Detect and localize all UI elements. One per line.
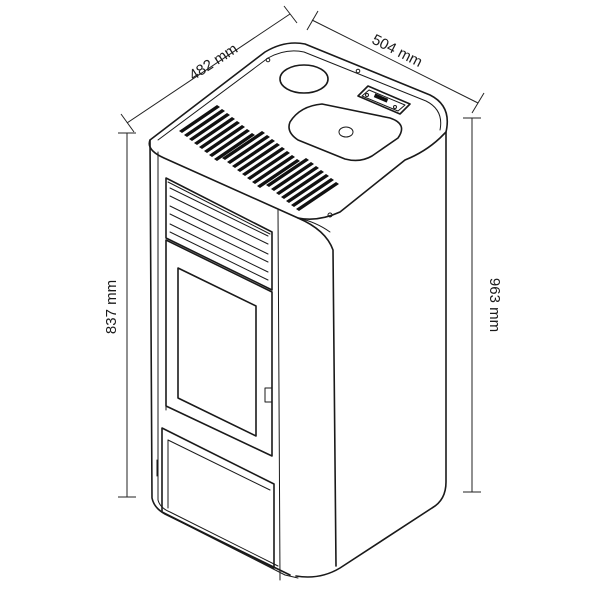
stove-body: [148, 42, 449, 581]
height-dimension-label: 963 mm: [486, 278, 503, 332]
depth-dimension-label: 504 mm: [369, 31, 425, 71]
dimension-front-height: 837 mm: [103, 132, 136, 498]
stove-front: [156, 151, 279, 569]
top-vent-grille-right: [266, 158, 339, 211]
dimension-height: 963 mm: [463, 117, 503, 493]
door-glass: [177, 267, 257, 437]
lid-handle-icon: [338, 126, 354, 138]
door-handle-icon: [264, 387, 273, 403]
hotplate-icon: [279, 64, 329, 94]
front-height-dimension-label: 837 mm: [103, 280, 120, 334]
fire-door: [165, 239, 273, 457]
top-vent-grille-left: [179, 105, 255, 161]
stove-top-outline: [148, 42, 449, 220]
front-vent-louvers: [165, 177, 273, 291]
top-vent-grille-middle: [222, 131, 300, 188]
stove-top-details: [179, 57, 411, 211]
ash-drawer: [156, 427, 275, 569]
pellet-hopper-lid: [288, 103, 403, 162]
control-panel-icon: [357, 85, 411, 115]
